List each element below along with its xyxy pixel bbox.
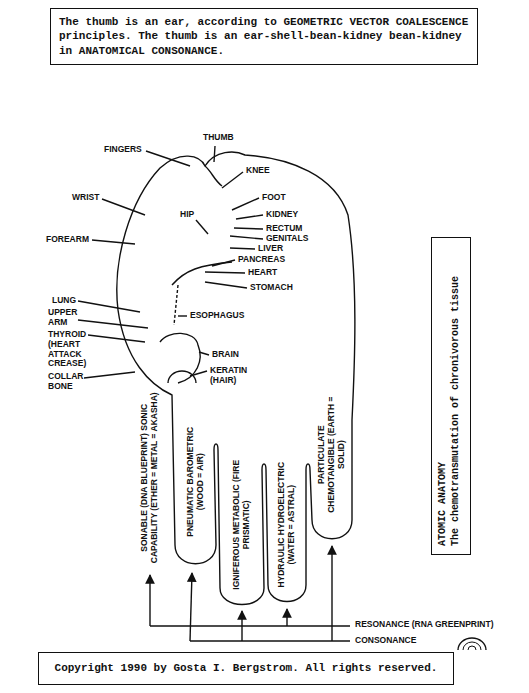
arrow: [190, 573, 192, 641]
anatomy-label: CONSONANCE: [355, 636, 416, 646]
anatomy-label: COLLAR BONE: [48, 372, 86, 392]
leader-line: [78, 301, 140, 312]
finger-label: IGNIFEROUS METABOLIC (FIRE PRISMATIC): [232, 455, 252, 595]
copyright-box: Copyright 1990 by Gosta I. Bergstrom. Al…: [38, 652, 454, 685]
leader-line: [230, 248, 255, 249]
finger-label: PNEUMATIC BAROMETRIC (WOOD = AIR): [186, 417, 206, 547]
anatomy-label: RESONANCE (RNA GREENPRINT): [355, 620, 494, 630]
shell-symbol: [463, 642, 481, 650]
leader-line: [212, 260, 235, 266]
leader-line: [78, 320, 148, 328]
leader-line: [178, 315, 187, 316]
shell-symbol: [458, 638, 486, 650]
anatomy-label: FINGERS: [104, 145, 142, 155]
leader-line: [232, 198, 259, 210]
anatomy-label: PANCREAS: [238, 255, 285, 265]
box-text: Copyright 1990 by Gosta I. Bergstrom. Al…: [47, 661, 445, 675]
anatomy-label: LUNG: [52, 296, 76, 306]
vertical-title-box: ATOMIC ANATOMYThe chemotransmutation of …: [431, 237, 471, 555]
anatomy-label: HEART: [248, 268, 277, 278]
box-text: The thumb is an ear, according to GEOMET…: [59, 15, 469, 58]
anatomy-label: THUMB: [203, 133, 234, 143]
leader-line: [230, 236, 263, 239]
box-text: The chemotransmutation of chronivorous t…: [449, 246, 462, 546]
leader-line: [234, 228, 263, 229]
anatomy-label: KIDNEY: [266, 210, 298, 220]
arrow: [241, 611, 242, 641]
anatomy-label: UPPER ARM: [48, 308, 80, 328]
arrow: [331, 546, 332, 641]
leader-line: [88, 335, 145, 342]
keratin-arc: [168, 371, 196, 383]
arrow: [286, 609, 287, 626]
finger-label: SONABLE (DNA BLUEPRINT) SONIC CAPABILITY…: [140, 388, 160, 568]
anatomy-label: KERATIN (HAIR): [210, 366, 254, 386]
anatomy-label: GENITALS: [266, 234, 308, 244]
finger-label: PARTICULATE CHEMOTANGIBLE (EARTH = SOLID…: [317, 390, 346, 520]
leader-line: [84, 372, 135, 378]
box-text: ATOMIC ANATOMY: [436, 246, 449, 546]
leader-line: [205, 282, 247, 288]
anatomy-label: KNEE: [246, 166, 270, 176]
leader-line: [236, 215, 263, 219]
finger-label: HYDRAULIC HYDROELECTRIC (WATER = ASTRAL): [277, 455, 297, 595]
anatomy-label: RECTUM: [266, 224, 302, 234]
anatomy-label: FOREARM: [46, 235, 89, 245]
anatomy-label: BRAIN: [212, 350, 239, 360]
title-box: The thumb is an ear, according to GEOMET…: [50, 8, 478, 65]
arrow: [149, 575, 150, 626]
anatomy-label: LIVER: [258, 244, 283, 254]
leader-line: [102, 199, 145, 215]
anatomy-label: HIP: [180, 210, 194, 220]
anatomy-label: ESOPHAGUS: [190, 311, 244, 321]
palm-crease-dashed: [174, 285, 178, 325]
leader-line: [199, 352, 209, 355]
palm-crease: [172, 262, 232, 285]
anatomy-label: WRIST: [72, 193, 99, 203]
hand-outline: [117, 152, 355, 604]
resonance-line: [150, 625, 350, 626]
leader-line: [92, 240, 135, 244]
leader-line: [205, 272, 245, 273]
leader-line: [222, 172, 243, 188]
leader-line: [146, 151, 190, 166]
anatomy-label: FOOT: [262, 193, 286, 203]
thumb-ear-detail: [205, 166, 222, 186]
brain-shape: [160, 333, 200, 383]
anatomy-label: THYROID (HEART ATTACK CREASE): [48, 330, 90, 369]
leader-line: [190, 371, 207, 376]
leader-line: [214, 146, 215, 162]
leader-line: [196, 220, 208, 234]
consonance-line: [190, 640, 350, 641]
anatomy-label: STOMACH: [250, 283, 293, 293]
